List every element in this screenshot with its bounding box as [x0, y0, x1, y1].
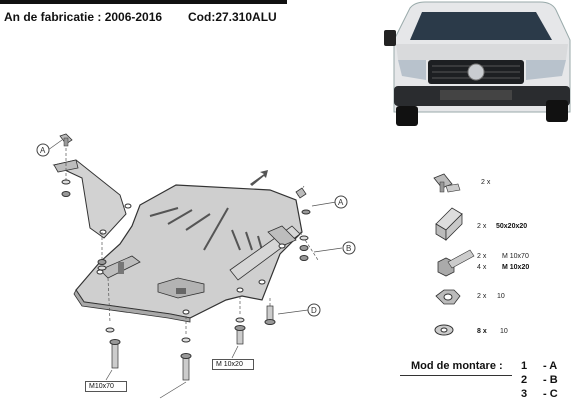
- bolt-label-m10x70: M10x70: [85, 381, 127, 392]
- van-photo: [384, 1, 571, 126]
- mounting-num-3: 3: [521, 388, 528, 400]
- bolt-label-m10x20: M 10x20: [212, 359, 254, 370]
- mounting-letter-1: - A: [543, 360, 558, 372]
- callout-d: D: [311, 306, 317, 315]
- callout-b: B: [346, 244, 351, 253]
- part-spec-2: 50x20x20: [496, 223, 527, 230]
- mounting-num-1: 1: [521, 360, 528, 372]
- part-spec-3: M 10x70: [502, 253, 529, 260]
- part-spec-4: M 10x20: [502, 264, 529, 271]
- callout-a-right: A: [338, 198, 344, 207]
- part-qty-2: 2 x: [477, 223, 487, 230]
- mounting-underline: [400, 375, 512, 376]
- product-code: Cod:27.310ALU: [188, 10, 277, 24]
- mounting-letter-2: - B: [543, 374, 558, 386]
- part-qty-1: 2 x: [481, 179, 491, 186]
- mounting-letter-3: - C: [543, 388, 558, 400]
- part-qty-6: 8 x: [477, 328, 487, 335]
- part-spec-5: 10: [497, 293, 505, 300]
- mounting-num-2: 2: [521, 374, 528, 386]
- part-qty-4: 4 x: [477, 264, 487, 271]
- callout-a-left: A: [40, 146, 46, 155]
- mounting-title: Mod de montare :: [411, 360, 503, 372]
- header-rule: [0, 0, 287, 4]
- year-label: An de fabricatie : 2006-2016: [4, 10, 163, 24]
- part-spec-6: 10: [500, 328, 508, 335]
- part-qty-3: 2 x: [477, 253, 487, 260]
- part-qty-5: 2 x: [477, 293, 487, 300]
